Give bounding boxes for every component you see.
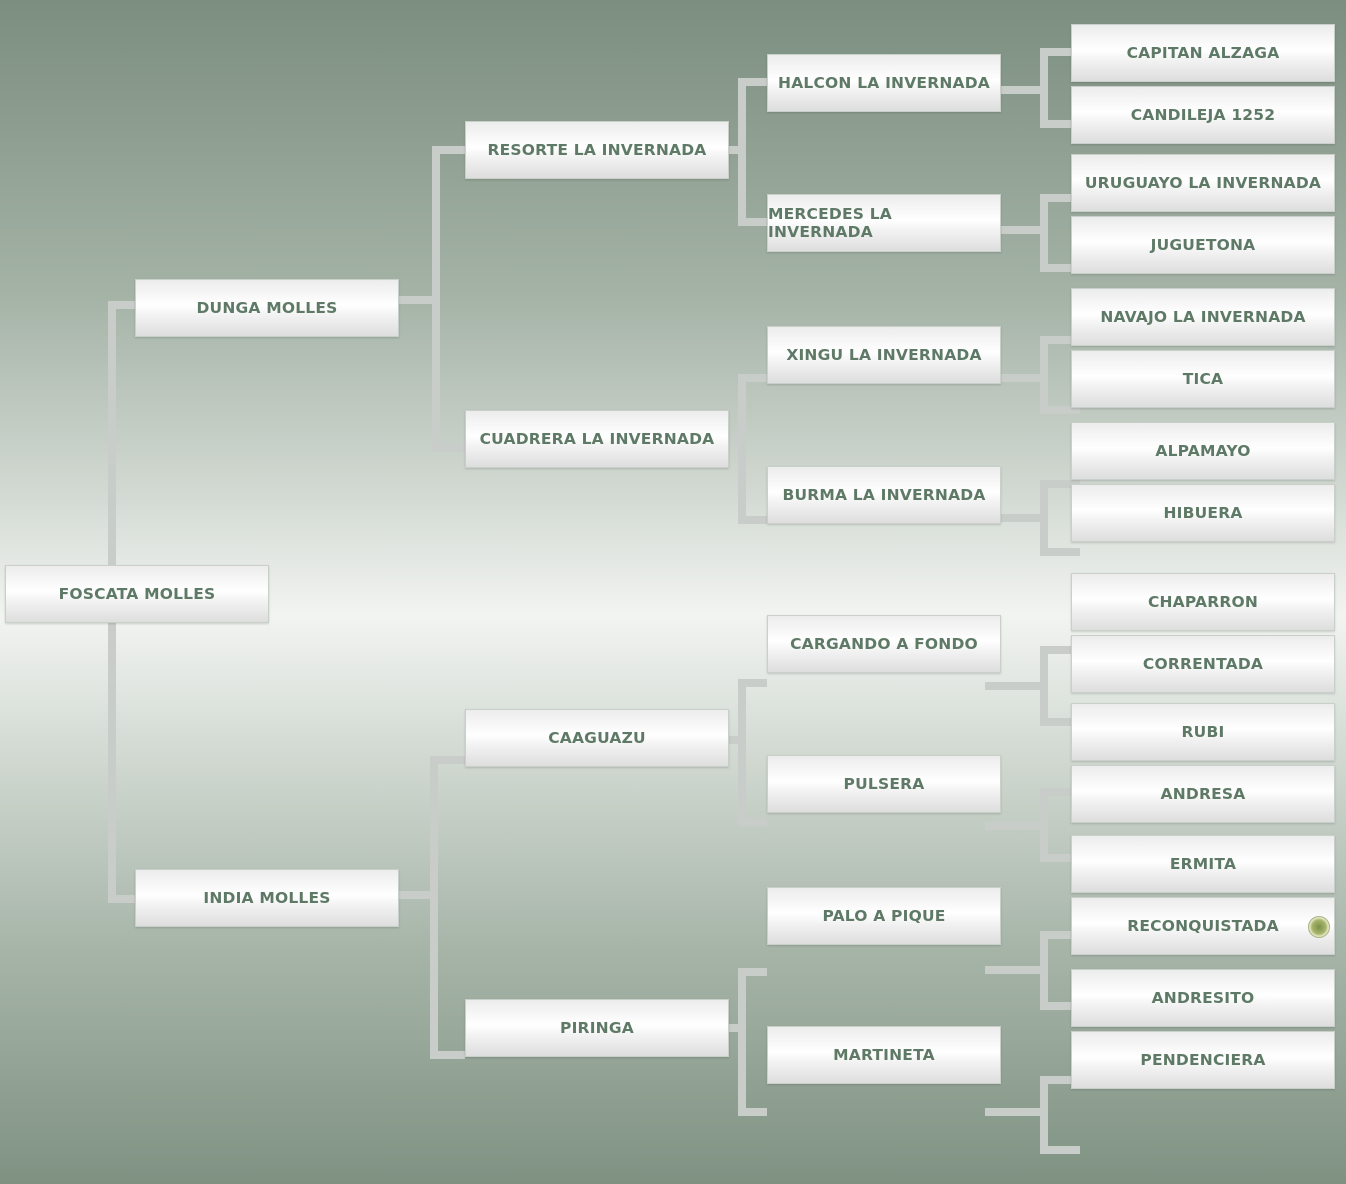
horse-box[interactable]: CAPITAN ALZAGA: [1071, 24, 1335, 82]
horse-box[interactable]: TICA: [1071, 350, 1335, 408]
horse-box[interactable]: PENDENCIERA: [1071, 1031, 1335, 1089]
horse-box[interactable]: MERCEDES LA INVERNADA: [767, 194, 1001, 252]
horse-box[interactable]: MARTINETA: [767, 1026, 1001, 1084]
horse-box[interactable]: RECONQUISTADA: [1071, 897, 1335, 955]
seal-icon: [1308, 916, 1330, 938]
horse-box[interactable]: CUADRERA LA INVERNADA: [465, 410, 729, 468]
horse-box[interactable]: URUGUAYO LA INVERNADA: [1071, 154, 1335, 212]
horse-box[interactable]: PULSERA: [767, 755, 1001, 813]
horse-box[interactable]: NAVAJO LA INVERNADA: [1071, 288, 1335, 346]
connector: [729, 968, 767, 1116]
connector: [729, 374, 767, 524]
horse-box[interactable]: XINGU LA INVERNADA: [767, 326, 1001, 384]
horse-box[interactable]: CAAGUAZU: [465, 709, 729, 767]
horse-box[interactable]: RESORTE LA INVERNADA: [465, 121, 729, 179]
horse-box[interactable]: CHAPARRON: [1071, 573, 1335, 631]
connector: [399, 146, 465, 452]
horse-box[interactable]: HALCON LA INVERNADA: [767, 54, 1001, 112]
connector: [729, 679, 767, 826]
connector: [985, 1076, 1080, 1154]
horse-box[interactable]: ANDRESITO: [1071, 969, 1335, 1027]
horse-sire[interactable]: DUNGA MOLLES: [135, 279, 399, 337]
connector: [399, 756, 465, 1059]
horse-box[interactable]: RUBI: [1071, 703, 1335, 761]
horse-box[interactable]: HIBUERA: [1071, 484, 1335, 542]
horse-box[interactable]: ALPAMAYO: [1071, 422, 1335, 480]
connector: [985, 931, 1080, 1010]
connector: [729, 78, 767, 226]
horse-box[interactable]: PIRINGA: [465, 999, 729, 1057]
connector: [985, 788, 1080, 862]
horse-dam[interactable]: INDIA MOLLES: [135, 869, 399, 927]
horse-box[interactable]: PALO A PIQUE: [767, 887, 1001, 945]
connector: [985, 646, 1080, 726]
horse-box[interactable]: CARGANDO A FONDO: [767, 615, 1001, 673]
horse-box[interactable]: BURMA LA INVERNADA: [767, 466, 1001, 524]
horse-subject[interactable]: FOSCATA MOLLES: [5, 565, 269, 623]
horse-box[interactable]: CANDILEJA 1252: [1071, 86, 1335, 144]
horse-box[interactable]: ERMITA: [1071, 835, 1335, 893]
horse-box[interactable]: ANDRESA: [1071, 765, 1335, 823]
horse-box[interactable]: JUGUETONA: [1071, 216, 1335, 274]
horse-box[interactable]: CORRENTADA: [1071, 635, 1335, 693]
